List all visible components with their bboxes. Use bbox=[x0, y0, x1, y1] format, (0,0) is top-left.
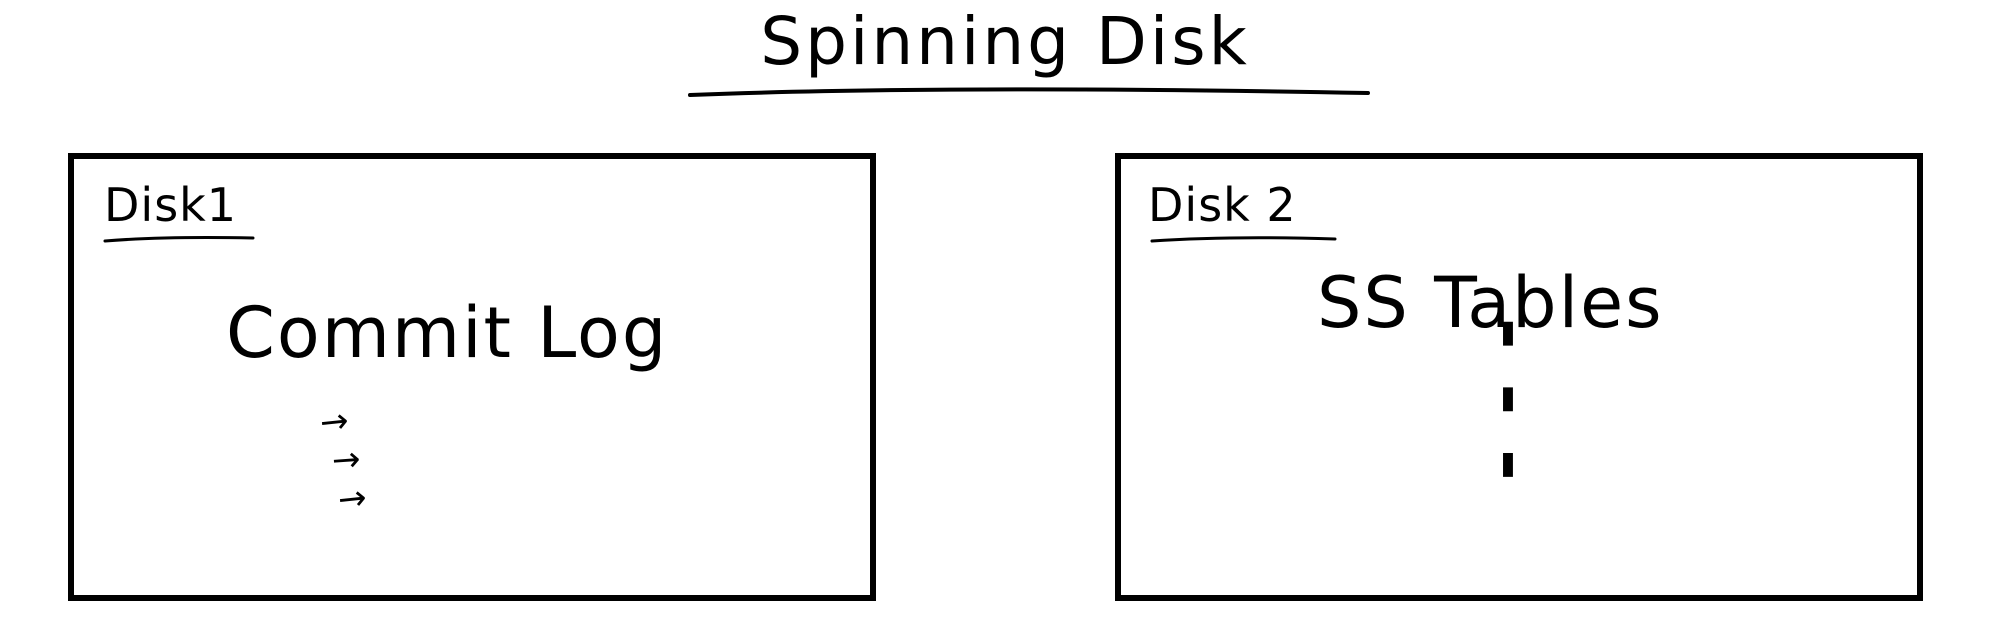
ss-tables-label: SS Tables bbox=[1317, 262, 1664, 344]
arrow-right-icon: → bbox=[317, 400, 351, 444]
arrow-right-icon: → bbox=[330, 439, 362, 481]
commit-log-label: Commit Log bbox=[226, 292, 669, 374]
continuation-dots-icon: ⋮ bbox=[1460, 281, 1556, 505]
arrow-right-icon: → bbox=[335, 477, 369, 521]
disk1-label-underline bbox=[103, 235, 255, 243]
disk1-label: Disk1 bbox=[104, 178, 238, 232]
disk2-label-underline bbox=[1150, 236, 1337, 243]
disk2-box: Disk 2 SS Tables ⋮ bbox=[1115, 153, 1923, 601]
diagram-title: Spinning Disk bbox=[760, 3, 1250, 80]
title-underline bbox=[688, 87, 1370, 97]
disk2-label: Disk 2 bbox=[1148, 178, 1297, 232]
disk1-box: Disk1 Commit Log → → → bbox=[68, 153, 876, 601]
